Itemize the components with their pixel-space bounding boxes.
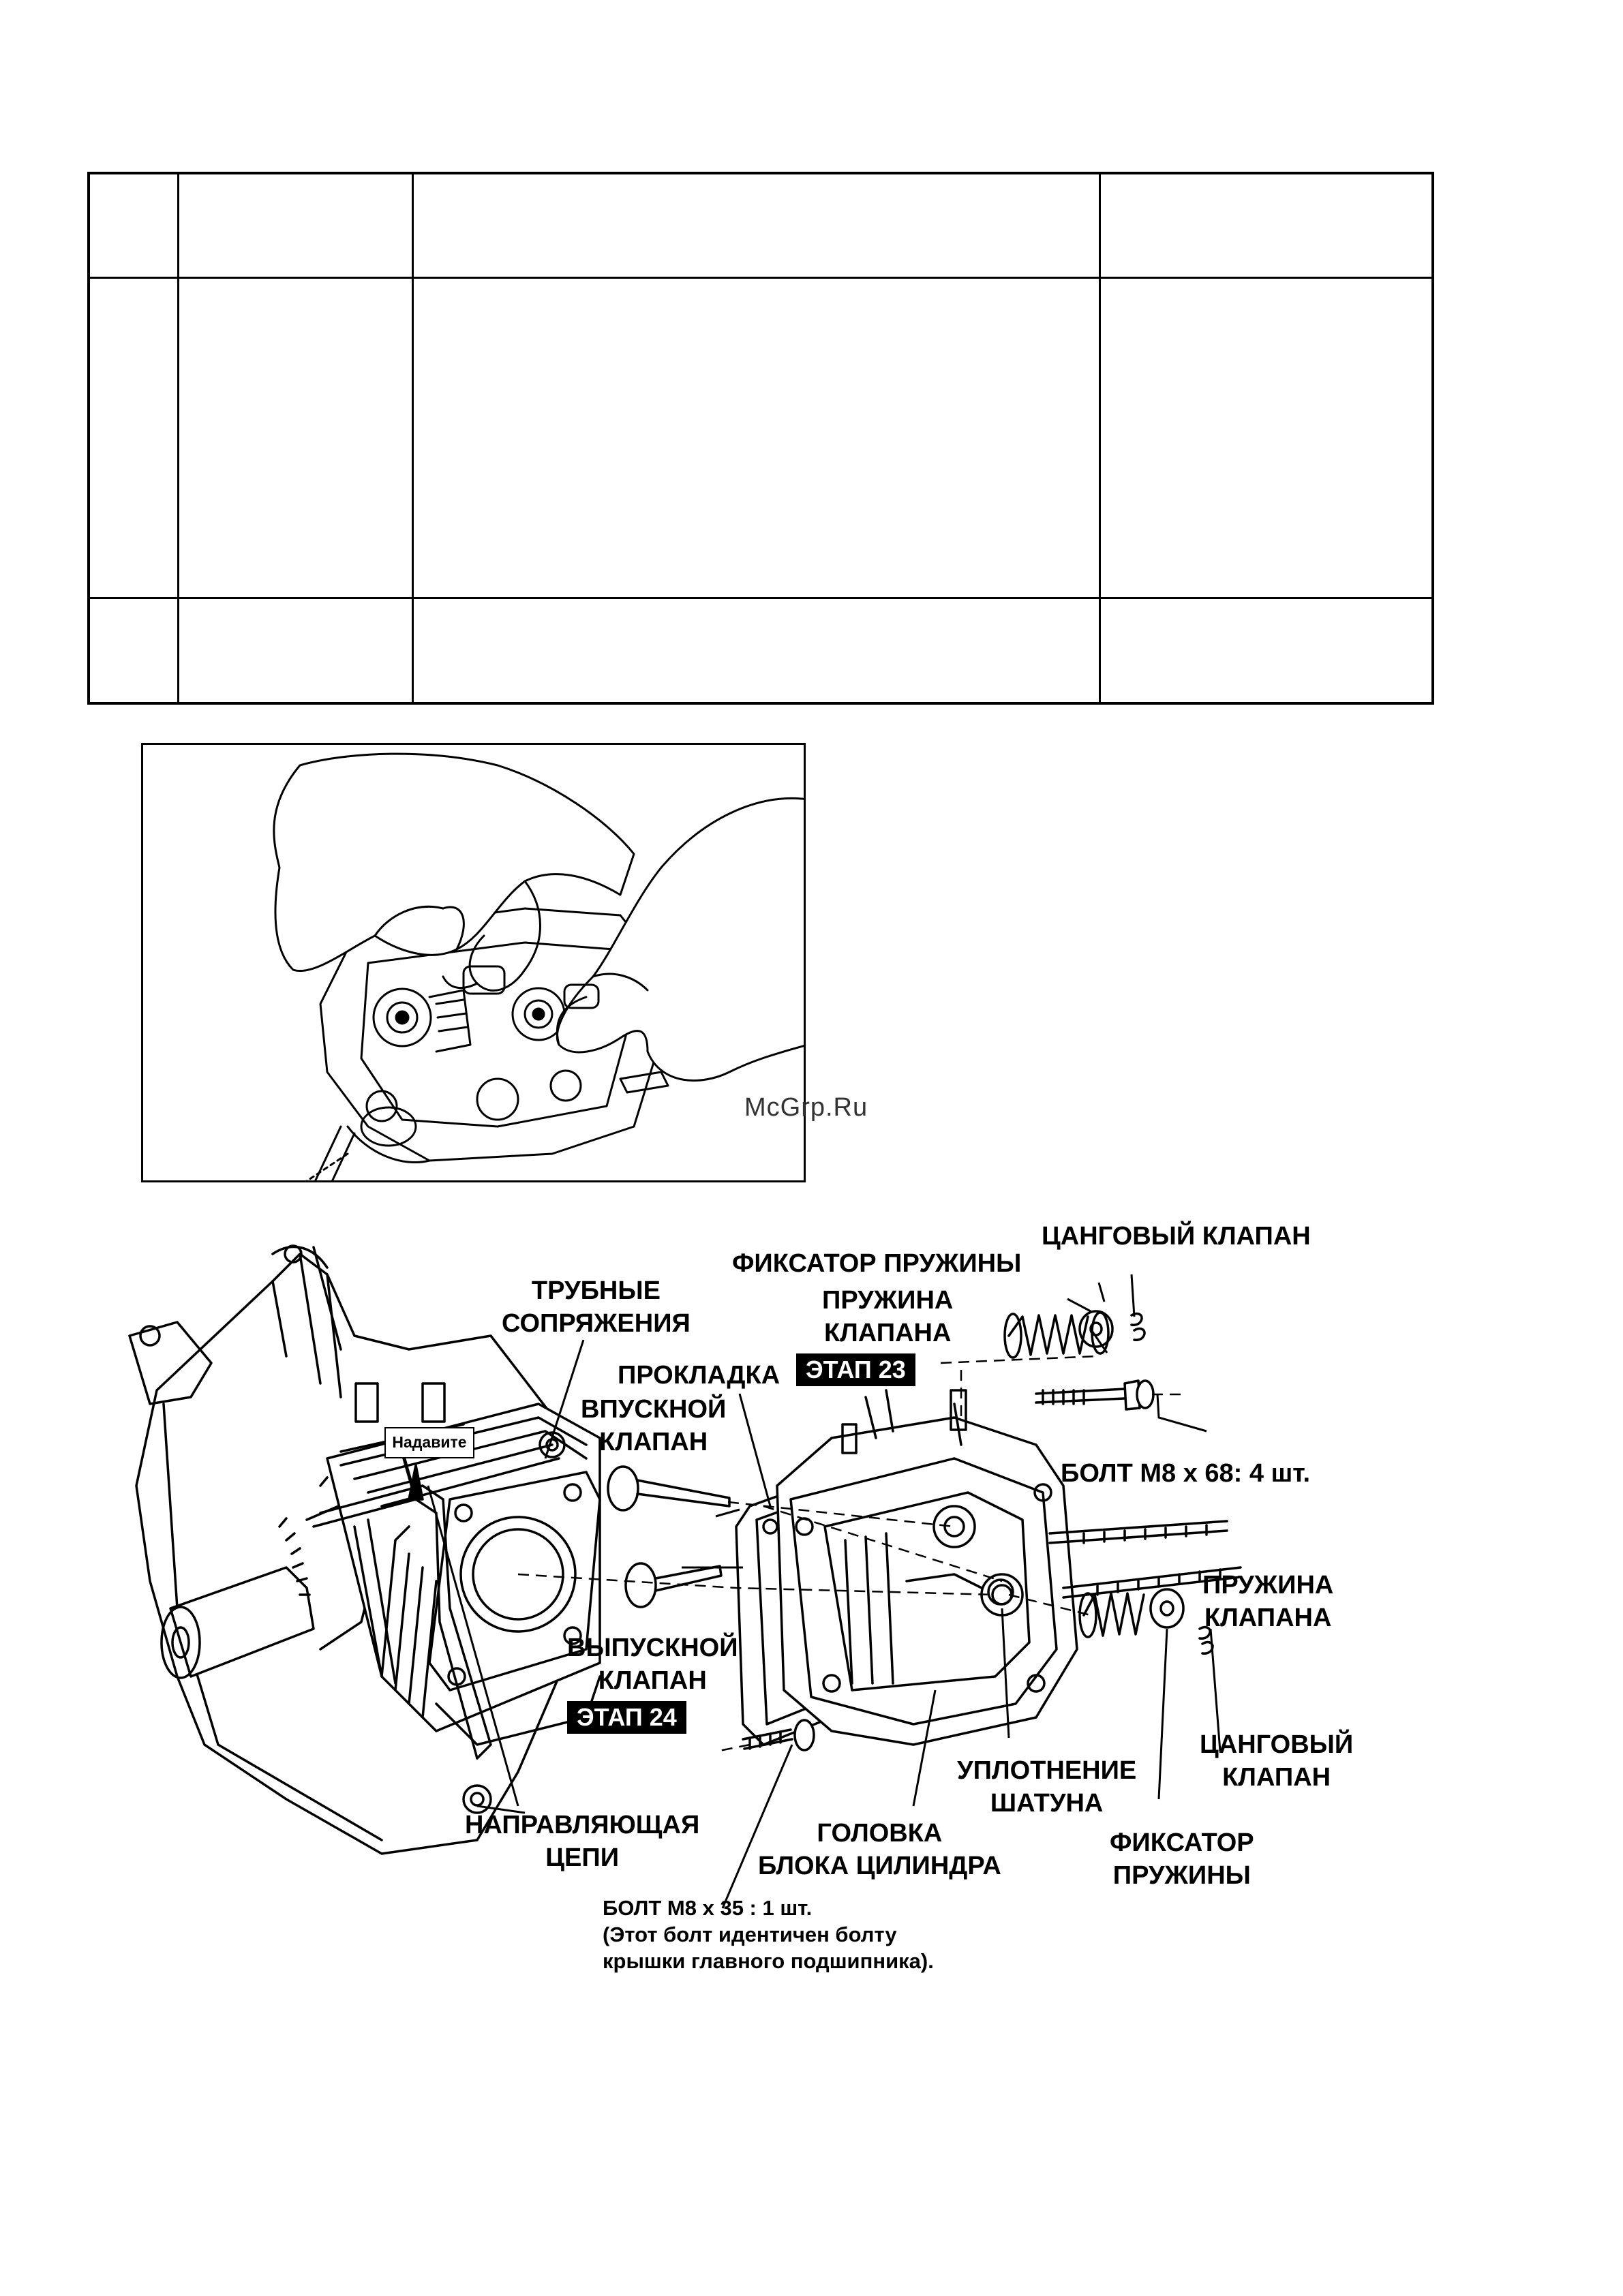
- label-line: ЦАНГОВЫЙ: [1200, 1730, 1354, 1759]
- hands-cylinder-head-drawing: [273, 752, 804, 1180]
- label-line: КЛАПАН: [599, 1428, 708, 1456]
- stage-23-badge: ЭТАП 23: [796, 1353, 915, 1386]
- label-line: ТРУБНЫЕ: [531, 1276, 661, 1305]
- table-col-divider: [412, 174, 414, 702]
- label-line: ВПУСКНОЙ: [581, 1395, 727, 1424]
- label-gasket: ПРОКЛАДКА: [618, 1361, 780, 1390]
- valve-installation-illustration: [141, 743, 806, 1182]
- label-line: (Этот болт идентичен болту: [603, 1923, 897, 1946]
- table-row-divider: [90, 277, 1431, 279]
- label-valve-spring-right: ПРУЖИНА КЛАПАНА: [1202, 1569, 1333, 1634]
- label-line: БЛОКА ЦИЛИНДРА: [758, 1852, 1001, 1880]
- label-line: ВЫПУСКНОЙ: [567, 1634, 738, 1662]
- label-rod-seal: УПЛОТНЕНИЕ ШАТУНА: [957, 1754, 1136, 1820]
- label-line: ПРУЖИНЫ: [1112, 1861, 1251, 1890]
- label-line: ШАТУНА: [990, 1789, 1104, 1818]
- label-line: ГОЛОВКА: [817, 1819, 943, 1848]
- label-line: КЛАПАНА: [1204, 1604, 1332, 1632]
- label-exhaust-valve: ВЫПУСКНОЙ КЛАПАН: [567, 1632, 738, 1697]
- label-line: КЛАПАН: [1222, 1763, 1331, 1792]
- label-valve-spring-top: ПРУЖИНА КЛАПАНА: [822, 1284, 953, 1349]
- label-spring-retainer-bottom: ФИКСАТОР ПРУЖИНЫ: [1110, 1826, 1254, 1892]
- press-here-label: Надавите: [384, 1427, 474, 1458]
- label-line: крышки главного подшипника).: [603, 1949, 934, 1973]
- procedure-table: [87, 172, 1434, 705]
- label-bolt-m8x68: БОЛТ М8 х 68: 4 шт.: [1061, 1459, 1311, 1488]
- label-line: ПРУЖИНА: [822, 1286, 954, 1315]
- label-chain-guide: НАПРАВЛЯЮЩАЯ ЦЕПИ: [465, 1809, 699, 1874]
- table-row-divider: [90, 597, 1431, 599]
- label-line: ЦЕПИ: [545, 1843, 620, 1872]
- label-cylinder-head: ГОЛОВКА БЛОКА ЦИЛИНДРА: [758, 1817, 1001, 1882]
- label-pipe-joints: ТРУБНЫЕ СОПРЯЖЕНИЯ: [502, 1274, 691, 1340]
- watermark: McGrp.Ru: [744, 1093, 868, 1122]
- label-intake-valve: ВПУСКНОЙ КЛАПАН: [581, 1393, 726, 1458]
- label-line: УПЛОТНЕНИЕ: [957, 1756, 1137, 1785]
- label-line: БОЛТ М8 х 35 : 1 шт.: [603, 1896, 813, 1920]
- table-col-divider: [177, 174, 179, 702]
- label-line: КЛАПАНА: [823, 1319, 952, 1347]
- label-line: КЛАПАН: [598, 1666, 707, 1695]
- label-line: ПРУЖИНА: [1202, 1571, 1334, 1599]
- table-col-divider: [1099, 174, 1101, 702]
- label-spring-retainer-top: ФИКСАТОР ПРУЖИНЫ: [732, 1249, 1022, 1278]
- label-line: ФИКСАТОР: [1110, 1828, 1254, 1857]
- label-collet-valve-right: ЦАНГОВЫЙ КЛАПАН: [1200, 1728, 1353, 1794]
- label-bolt-m8x35: БОЛТ М8 х 35 : 1 шт. (Этот болт идентиче…: [603, 1895, 934, 1974]
- label-line: НАПРАВЛЯЮЩАЯ: [465, 1811, 700, 1839]
- label-line: СОПРЯЖЕНИЯ: [502, 1309, 691, 1338]
- stage-24-badge: ЭТАП 24: [567, 1701, 686, 1734]
- label-collet-valve-top: ЦАНГОВЫЙ КЛАПАН: [1042, 1222, 1311, 1251]
